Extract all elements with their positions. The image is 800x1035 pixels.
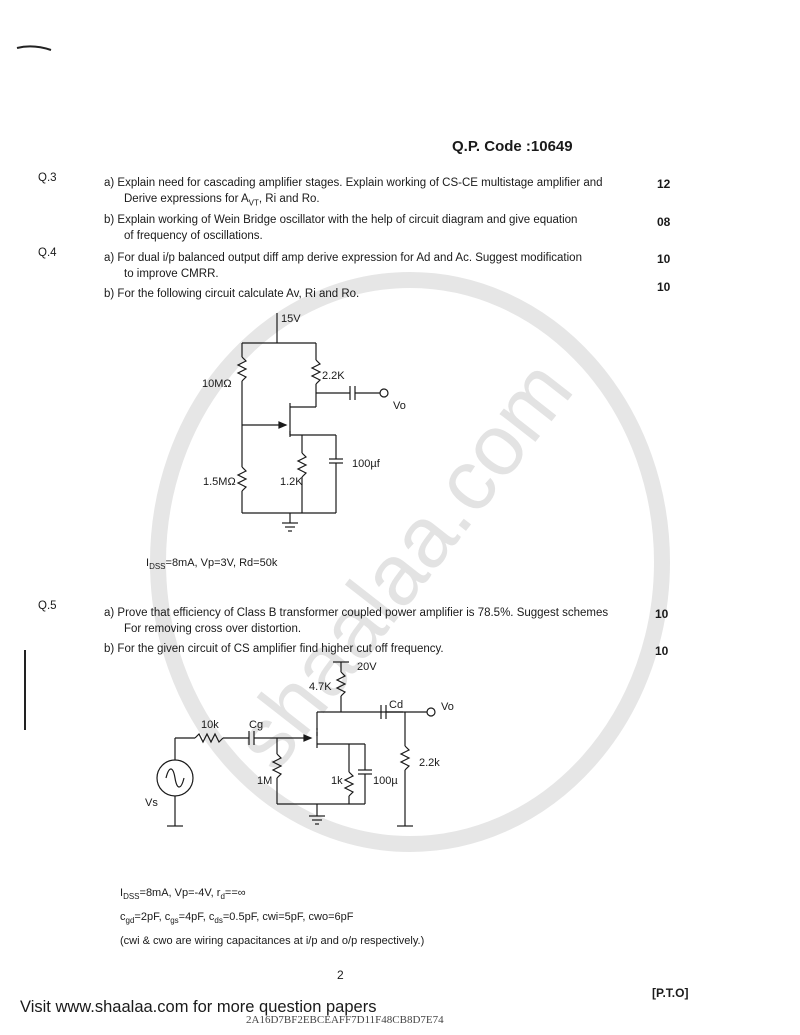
c2-rg-label: 1M	[257, 775, 272, 787]
c2-rl-label: 2.2k	[419, 757, 440, 769]
c2-out-label: Vo	[441, 701, 454, 713]
question-number-5: Q.5	[38, 600, 57, 612]
pto-label: [P.T.O]	[652, 986, 689, 1000]
c1-rs-label: 1.2K	[280, 476, 303, 488]
q4a-line2: to improve CMRR.	[124, 268, 219, 280]
c2-rs-label: 1k	[331, 775, 343, 787]
scan-edge-mark	[24, 650, 26, 730]
circuit1-params: IDSS=8mA, Vp=3V, Rd=50k	[146, 557, 278, 572]
q5b-line1: b) For the given circuit of CS amplifier…	[104, 643, 444, 655]
c1-out-label: Vo	[393, 400, 406, 412]
c2-rsig-label: 10k	[201, 719, 219, 731]
c2-cs-label: 100µ	[373, 775, 398, 787]
c2-src-label: Vs	[145, 797, 158, 809]
qp-code: Q.P. Code :10649	[452, 138, 573, 155]
q3a-line2: Derive expressions for AVT, Ri and Ro.	[124, 193, 320, 208]
scan-mark	[16, 45, 52, 51]
c2-rd-label: 4.7K	[309, 681, 332, 693]
q4b-marks: 10	[657, 280, 671, 294]
c2-cg-label: Cg	[249, 719, 263, 731]
c1-cap-label: 100µf	[352, 458, 381, 470]
circuit2-params-line2: cgd=2pF, cgs=4pF, cds=0.5pF, cwi=5pF, cw…	[120, 911, 354, 926]
c1-rd-label: 2.2K	[322, 370, 345, 382]
footer-hash: 2A16D7BF2EBCEAFF7D11F48CB8D7E74	[246, 1014, 444, 1026]
page-number: 2	[337, 968, 344, 982]
circuit2-params-line3: (cwi & cwo are wiring capacitances at i/…	[120, 935, 425, 948]
question-number-4: Q.4	[38, 247, 57, 259]
q5a-marks: 10	[655, 607, 669, 621]
circuit2-params: IDSS=8mA, Vp=-4V, rd==∞ cgd=2pF, cgs=4pF…	[120, 883, 424, 951]
q3b-marks: 08	[657, 215, 671, 229]
c1-r-top-label: 10MΩ	[202, 378, 232, 390]
footer-visit-text: Visit www.shaalaa.com for more question …	[20, 998, 377, 1016]
q4a-line1: a) For dual i/p balanced output diff amp…	[104, 252, 582, 264]
question-number-3: Q.3	[38, 172, 57, 184]
circuit-diagram-jfet-amplifier: 15V 10MΩ 2.2K Vo 100µf 1.5MΩ 1.2K	[202, 313, 406, 532]
q3a-line1: a) Explain need for cascading amplifier …	[104, 177, 603, 189]
q5a-line1: a) Prove that efficiency of Class B tran…	[104, 607, 609, 619]
q3b-line1: b) Explain working of Wein Bridge oscill…	[104, 214, 578, 226]
q4b-line1: b) For the following circuit calculate A…	[104, 288, 360, 300]
q3b-line2: of frequency of oscillations.	[124, 230, 263, 242]
c1-supply-label: 15V	[281, 313, 301, 325]
q4a-marks: 10	[657, 252, 671, 266]
c1-r-bot-label: 1.5MΩ	[203, 476, 236, 488]
c2-cd-label: Cd	[389, 699, 403, 711]
circuit-diagram-cs-amplifier: 20V 4.7K Cd Vo 10k Cg 2.2k 1M 1k 100µ Vs	[145, 661, 454, 827]
q5b-marks: 10	[655, 644, 669, 658]
circuit2-params-line1: IDSS=8mA, Vp=-4V, rd==∞	[120, 887, 246, 902]
c2-supply-label: 20V	[357, 661, 377, 673]
q3a-marks: 12	[657, 177, 671, 191]
q5a-line2: For removing cross over distortion.	[124, 623, 302, 635]
